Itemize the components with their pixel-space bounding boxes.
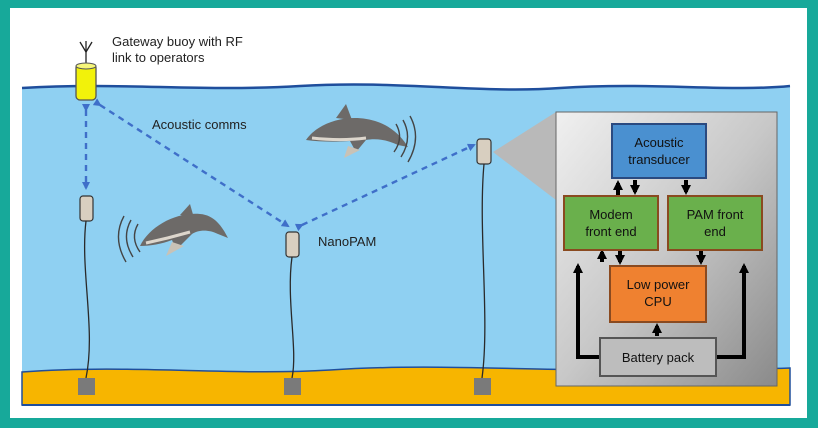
low-power-cpu-line1: Low power [627, 277, 691, 292]
block-modem-front-end: Modem front end [563, 195, 659, 251]
battery-pack-label: Battery pack [622, 350, 695, 365]
sound-waves-upper-icon [393, 115, 417, 163]
pam-front-end-line2: end [704, 224, 726, 239]
gateway-label-line2: link to operators [112, 50, 205, 65]
block-connectors [573, 180, 749, 359]
dolphin-lower-icon [140, 204, 228, 256]
block-low-power-cpu: Low power CPU [609, 265, 707, 323]
dolphin-upper-icon [306, 104, 408, 158]
block-acoustic-transducer: Acoustic transducer [611, 123, 707, 179]
mooring-left [78, 195, 95, 395]
acoustic-transducer-line2: transducer [628, 152, 690, 167]
callout-wedge [493, 112, 556, 200]
acoustic-comms-label: Acoustic comms [152, 117, 247, 132]
low-power-cpu-line2: CPU [644, 294, 671, 309]
block-pam-front-end: PAM front end [667, 195, 763, 251]
block-battery-pack: Battery pack [599, 337, 717, 377]
acoustic-transducer-line1: Acoustic [634, 135, 684, 150]
mooring-nanopam [284, 231, 301, 395]
nanopam-label: NanoPAM [318, 234, 376, 249]
gateway-label-line1: Gateway buoy with RF [112, 34, 243, 49]
mooring-right [474, 138, 492, 395]
modem-front-end-line2: front end [585, 224, 636, 239]
modem-front-end-line1: Modem [589, 207, 632, 222]
gateway-buoy [75, 41, 97, 101]
sea-surface-line [21, 83, 791, 91]
pam-front-end-line1: PAM front [687, 207, 744, 222]
acoustic-links [82, 98, 476, 232]
sound-waves-lower-icon [117, 215, 141, 263]
